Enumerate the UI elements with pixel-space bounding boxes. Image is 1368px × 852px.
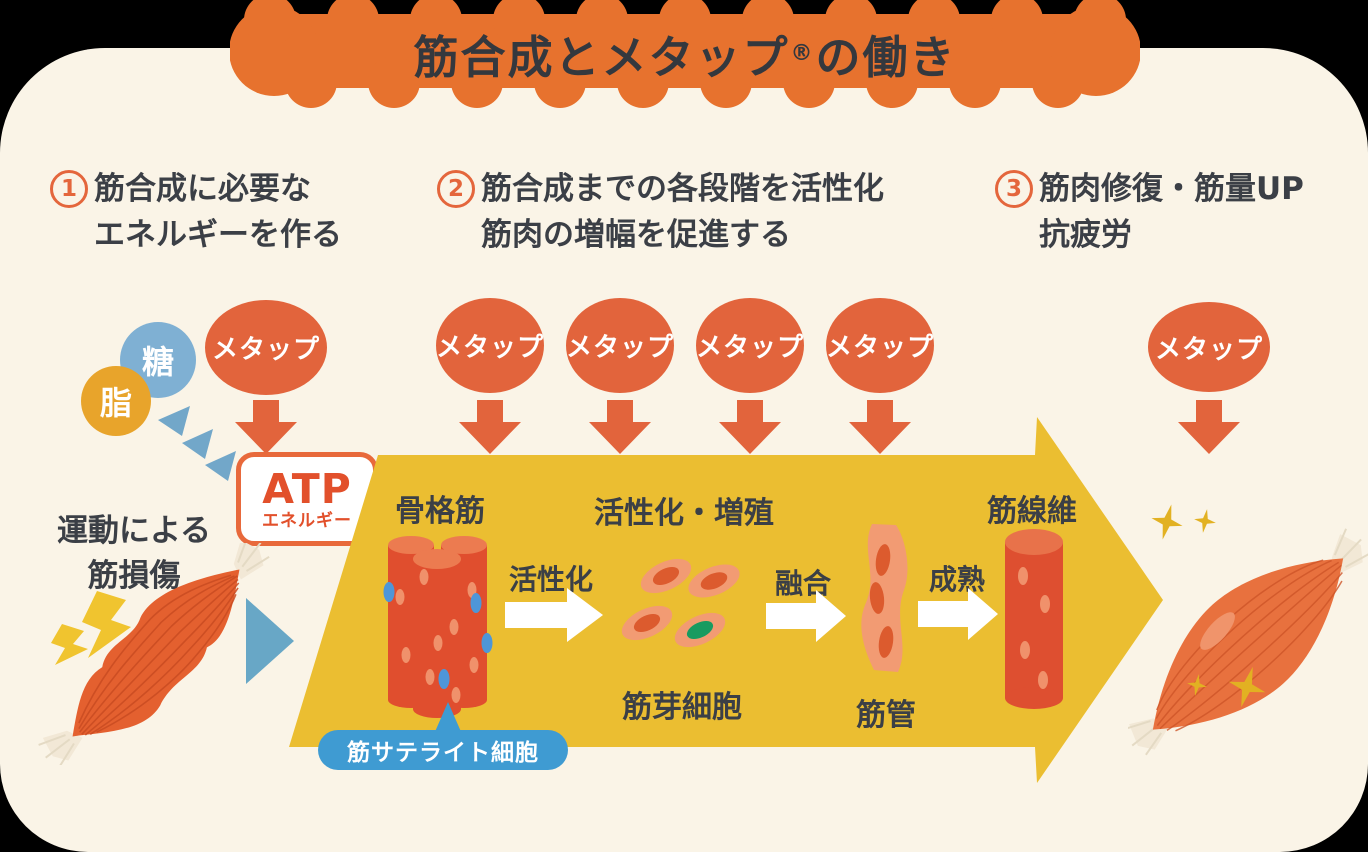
blue-dotted-triangles-icon	[158, 406, 236, 481]
atp-title: ATP	[262, 465, 352, 513]
exercise-damage-line2: 筋損傷	[87, 558, 181, 594]
down-arrow-icon	[589, 400, 651, 454]
process-flow-arrow	[289, 417, 1163, 783]
section-2-number-badge: 2	[437, 170, 475, 208]
metap-bubble-4: メタップ	[696, 298, 804, 393]
damaged-muscle-illustration	[38, 543, 270, 765]
page-title: 筋合成とメタップ®の働き	[230, 6, 1140, 100]
section-1-number-badge: 1	[50, 170, 88, 208]
metap-bubble-6: メタップ	[1148, 302, 1270, 392]
sugar-label: 糖	[141, 343, 174, 381]
lightning-bolt-icon	[82, 591, 131, 658]
section-2-line2: 筋肉の増幅を促進する	[481, 217, 791, 253]
sparkle-icon	[1151, 504, 1183, 540]
muscle-fiber-illustration	[1005, 529, 1063, 709]
section-2-heading: 筋合成までの各段階を活性化 筋肉の増幅を促進する	[481, 166, 884, 258]
page-title-main: 筋合成とメタップ	[413, 30, 790, 84]
metap-bubble-2: メタップ	[436, 298, 544, 393]
activation-proliferation-label: 活性化・増殖	[594, 496, 774, 531]
section-2-line1: 筋合成までの各段階を活性化	[481, 171, 884, 207]
down-arrow-icon	[719, 400, 781, 454]
white-right-arrow-icon	[766, 590, 846, 642]
fusion-label: 融合	[774, 567, 832, 600]
satellite-cell-callout: 筋サテライト細胞	[318, 730, 568, 770]
section-1-line2: エネルギーを作る	[94, 217, 342, 253]
section-3-line2: 抗疲労	[1039, 217, 1132, 253]
page-title-suffix: の働き	[815, 30, 957, 84]
muscle-fiber-label: 筋線維	[987, 494, 1077, 529]
section-3-heading: 筋肉修復・筋量UP 抗疲労	[1039, 166, 1304, 258]
section-1-line1: 筋合成に必要な	[94, 171, 311, 207]
section-3-number-badge: 3	[995, 170, 1033, 208]
metap-bubble-5: メタップ	[826, 298, 934, 393]
myotube-label: 筋管	[856, 698, 916, 733]
section-1-heading: 筋合成に必要な エネルギーを作る	[94, 166, 342, 258]
lightning-bolt-small-icon	[51, 624, 88, 665]
white-right-arrow-icon	[918, 588, 998, 640]
metap-bubble-3: メタップ	[566, 298, 674, 393]
skeletal-muscle-label: 骨格筋	[395, 494, 485, 529]
down-arrow-icon	[849, 400, 911, 454]
fat-label: 脂	[99, 384, 132, 422]
metap-label: メタップ	[696, 333, 805, 363]
section-3-line1: 筋肉修復・筋量UP	[1039, 171, 1304, 207]
metap-bubble-1: メタップ	[205, 300, 327, 395]
metap-label: メタップ	[1154, 334, 1263, 365]
atp-energy-box: ATP エネルギー	[236, 452, 378, 546]
fat-circle: 脂	[81, 366, 151, 436]
metap-label: メタップ	[826, 333, 935, 363]
satellite-callout-tail	[434, 702, 462, 734]
atp-subtitle: エネルギー	[262, 511, 352, 531]
skeletal-muscle-illustration	[383, 536, 493, 718]
down-arrow-icon	[235, 400, 297, 454]
myotube-illustration	[861, 524, 908, 672]
myoblast-label: 筋芽細胞	[622, 690, 742, 725]
metap-label: メタップ	[211, 335, 320, 365]
sparkle-icon	[1187, 674, 1207, 696]
metap-label: メタップ	[436, 333, 545, 363]
registered-trademark-symbol: ®	[790, 40, 815, 66]
satellite-cell-label: 筋サテライト細胞	[347, 740, 539, 766]
metap-label: メタップ	[566, 333, 675, 363]
blue-flow-triangle-icon	[246, 598, 294, 684]
down-arrow-icon	[459, 400, 521, 454]
maturation-label: 成熟	[928, 563, 986, 596]
down-arrow-icon	[1178, 400, 1240, 454]
white-right-arrow-icon	[505, 588, 603, 642]
myoblast-cells-illustration	[621, 558, 740, 648]
sparkle-icon	[1228, 666, 1266, 708]
sparkle-icon	[1194, 509, 1216, 533]
activation-label: 活性化	[508, 563, 594, 596]
title-banner-scalloped-shape	[230, 0, 1140, 108]
exercise-damage-line1: 運動による	[56, 513, 212, 549]
